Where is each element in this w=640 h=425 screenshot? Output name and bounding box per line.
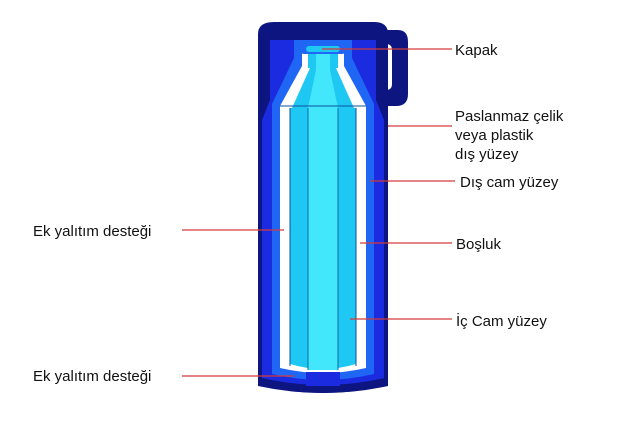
label-inner-glass: İç Cam yüzey [456, 313, 547, 330]
shoulder-streak-right [336, 68, 366, 108]
shoulder-streak-left [280, 68, 310, 108]
bottom-inner-support [306, 372, 340, 386]
label-outer-surface: Paslanmaz çelik veya plastik dış yüzey [455, 108, 564, 163]
label-insulation-support-bottom: Ek yalıtım desteği [33, 368, 152, 385]
label-lid: Kapak [455, 42, 498, 59]
label-gap: Boşluk [456, 236, 502, 253]
inner-highlight [308, 52, 338, 370]
label-insulation-support-top: Ek yalıtım desteği [33, 223, 152, 240]
label-outer-glass: Dış cam yüzey [460, 174, 559, 191]
